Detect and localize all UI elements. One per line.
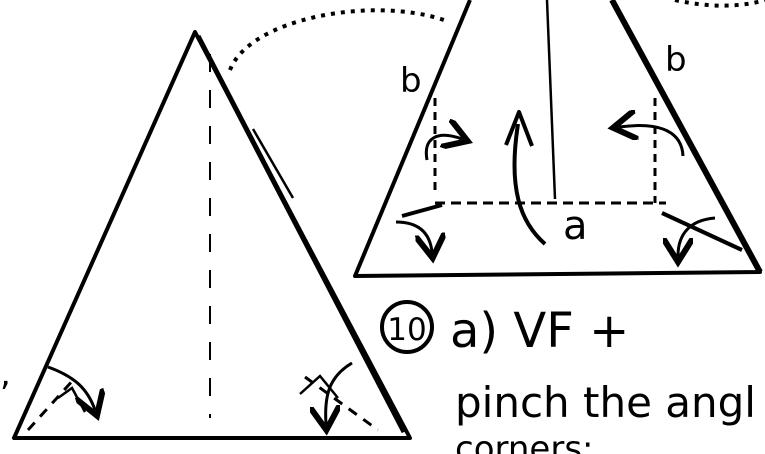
right-center-line [545,0,557,200]
left-pinch-arrow [47,365,95,410]
left-edge-mark: , [0,354,11,394]
step-number: 10 [387,312,426,348]
label-a: a [563,203,588,249]
left-lower-dash [401,203,443,218]
top-right-dotted-curve [674,0,765,8]
upward-fold-arrow-shaft [512,123,547,246]
left-triangle-thick-edge [195,34,407,434]
left-triangle: , [0,30,412,440]
right-top-arrow [619,126,685,157]
transition-dotted-arrow [228,8,445,71]
left-corner-arrow [395,220,432,252]
left-triangle-outline [12,30,412,440]
left-pinch-icon [57,386,87,413]
left-triangle-layer-line [251,128,295,199]
step-line-1: a) VF + [450,303,629,359]
label-b-left: b [400,61,422,101]
step-line-3: corners: [455,429,594,454]
right-trapezoid-thick-edge [609,0,763,274]
right-corner-arrow [678,216,716,256]
left-corner-pinch [26,365,95,432]
step-text-block: 10 a) VF + pinch the angl corners: [380,300,756,454]
right-trapezoid [353,0,763,278]
right-corner-pinch [299,361,379,430]
upward-fold-arrow-head [504,110,534,147]
label-b-right: b [665,40,687,80]
left-top-arrow [424,135,462,161]
step-number-circle [380,300,434,354]
right-trapezoid-outline [353,0,762,278]
step-line-2: pinch the angl [455,378,756,427]
right-lower-dash [661,211,743,252]
right-pinch-icon [299,374,339,399]
right-pinch-arrow [326,361,353,424]
